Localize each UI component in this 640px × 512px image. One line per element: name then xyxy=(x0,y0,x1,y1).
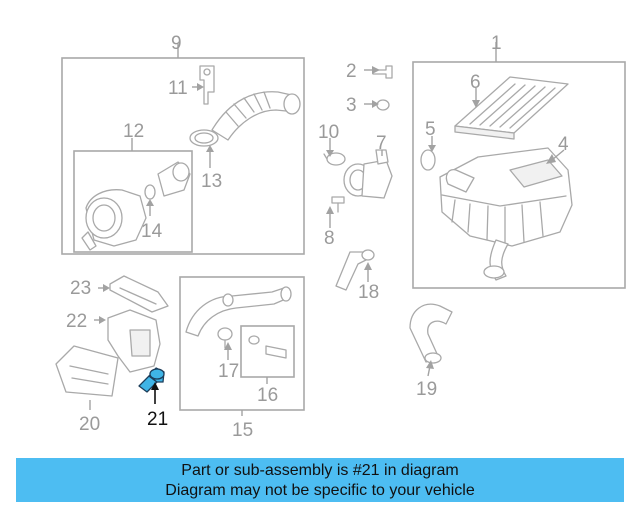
oring-5 xyxy=(420,149,436,171)
clip-17 xyxy=(217,327,233,349)
callout-10[interactable]: 10 xyxy=(318,122,339,143)
mass-air-flow-sensor xyxy=(343,149,393,199)
oring-14 xyxy=(144,184,156,200)
leader-lines xyxy=(89,42,565,416)
breather-hose-15 xyxy=(185,286,292,337)
banner-line-disclaimer: Diagram may not be specific to your vehi… xyxy=(165,482,475,499)
callout-16[interactable]: 16 xyxy=(257,385,278,406)
callout-5[interactable]: 5 xyxy=(425,119,436,140)
screw-8 xyxy=(331,196,345,213)
intake-adapter-12 xyxy=(157,161,191,197)
group-box-9 xyxy=(61,57,305,255)
callout-6[interactable]: 6 xyxy=(470,72,481,93)
info-banner: Part or sub-assembly is #21 in diagram D… xyxy=(16,458,624,502)
hose-18 xyxy=(335,249,375,291)
callout-8[interactable]: 8 xyxy=(324,228,335,249)
parts-diagram: 9 1 2 3 11 6 12 5 10 7 4 13 14 8 18 23 2… xyxy=(55,33,626,441)
callout-7[interactable]: 7 xyxy=(376,133,387,154)
air-guide-22 xyxy=(107,309,161,373)
callout-18[interactable]: 18 xyxy=(358,282,379,303)
callout-11[interactable]: 11 xyxy=(168,78,188,99)
callout-1[interactable]: 1 xyxy=(491,33,502,54)
air-cleaner-housing xyxy=(439,147,573,281)
callout-9[interactable]: 9 xyxy=(171,33,182,54)
group-box-1 xyxy=(412,61,626,289)
callout-17[interactable]: 17 xyxy=(218,361,239,382)
callout-22[interactable]: 22 xyxy=(66,311,87,332)
banner-line-part: Part or sub-assembly is #21 in diagram xyxy=(181,462,459,479)
seal-13 xyxy=(189,129,219,147)
callout-4[interactable]: 4 xyxy=(558,134,569,155)
callout-12[interactable]: 12 xyxy=(123,121,144,142)
highlighted-part-21-bolt xyxy=(138,367,165,404)
callout-15[interactable]: 15 xyxy=(232,420,253,441)
air-duct-23 xyxy=(109,275,169,313)
callout-20[interactable]: 20 xyxy=(79,414,100,435)
callout-14[interactable]: 14 xyxy=(141,221,163,242)
clamp-10 xyxy=(323,152,346,166)
callout-2[interactable]: 2 xyxy=(346,61,357,82)
callout-23[interactable]: 23 xyxy=(70,278,91,299)
callout-21[interactable]: 21 xyxy=(147,409,168,430)
duct-20 xyxy=(55,345,119,397)
throttle-body-12 xyxy=(81,189,147,251)
bolt-16 xyxy=(248,335,287,359)
air-filter-element xyxy=(454,76,569,140)
intake-elbow-19 xyxy=(409,303,453,364)
callout-3[interactable]: 3 xyxy=(346,95,357,116)
bolt-2 xyxy=(372,65,393,79)
grommet-3 xyxy=(376,99,390,111)
fitting-11 xyxy=(199,65,215,105)
intake-duct-9 xyxy=(211,91,301,141)
group-box-12 xyxy=(73,150,193,253)
callout-19[interactable]: 19 xyxy=(416,379,437,400)
callout-13[interactable]: 13 xyxy=(201,171,222,192)
